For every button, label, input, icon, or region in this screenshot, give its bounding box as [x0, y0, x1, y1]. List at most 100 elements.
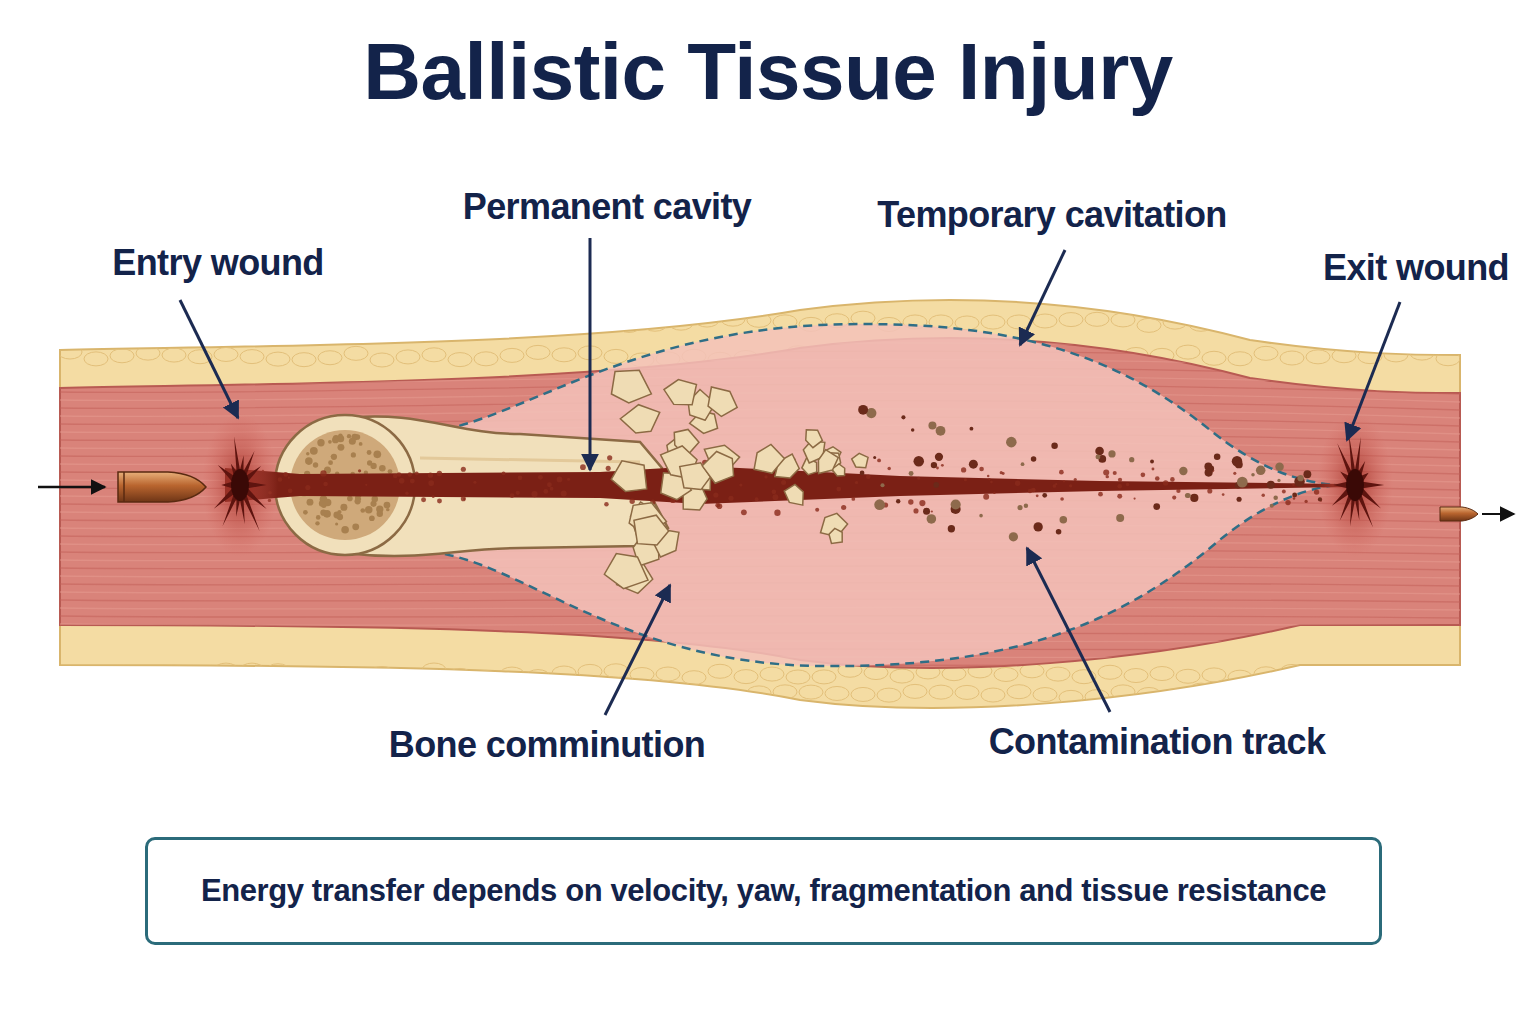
fat-lobule [1150, 667, 1174, 681]
fat-lobule [474, 670, 498, 684]
track-speckle [1261, 493, 1264, 496]
fat-lobule [318, 671, 342, 685]
fat-lobule [1215, 683, 1239, 697]
fat-lobule [84, 667, 108, 681]
track-speckle [1222, 493, 1225, 496]
fat-lobule [435, 688, 459, 702]
fat-lobule [279, 688, 303, 702]
fat-lobule [1267, 314, 1291, 328]
track-speckle [410, 479, 415, 484]
fat-lobule [643, 686, 667, 700]
fat-lobule [1163, 315, 1187, 329]
track-speckle [993, 492, 995, 494]
fat-lobule [162, 665, 186, 679]
fat-lobule [487, 691, 511, 705]
fat-lobule [370, 666, 394, 680]
fat-lobule [58, 665, 82, 679]
fat-lobule [1085, 312, 1109, 326]
trabecula [305, 457, 313, 465]
fat-lobule [682, 671, 706, 685]
fat-lobule [617, 691, 641, 705]
track-speckle [1293, 497, 1296, 500]
track-speckle [1233, 472, 1236, 475]
fat-lobule [695, 313, 719, 327]
entry-wound-mark [202, 413, 278, 557]
wound-halo [202, 413, 278, 557]
bullet [1440, 507, 1478, 521]
debris-particle [1042, 493, 1047, 498]
debris-particle [913, 456, 924, 467]
debris-particle [874, 499, 885, 510]
fat-lobule [799, 685, 823, 699]
bone-fragments [604, 370, 868, 593]
debris-particle [1237, 477, 1248, 488]
fat-lobule [604, 349, 628, 363]
track-speckle [877, 458, 881, 462]
debris-particle [935, 453, 943, 461]
track-speckle [461, 467, 466, 472]
fat-lobule [1436, 352, 1460, 366]
debris-particle [901, 415, 905, 419]
track-speckle [836, 487, 841, 492]
fat-lobule [747, 313, 771, 327]
track-speckle [1032, 488, 1036, 492]
trabecula [367, 460, 372, 465]
debris-particle [1031, 456, 1036, 461]
fat-lobule [448, 353, 472, 367]
track-speckle [1292, 484, 1295, 487]
trabecula [307, 499, 314, 506]
track-speckle [473, 481, 476, 484]
fat-lobule [1384, 670, 1408, 684]
debris-particle [1273, 496, 1278, 501]
trabecula [386, 508, 389, 511]
muscle-fiber [60, 688, 1460, 690]
track-speckle [1074, 478, 1077, 481]
track-speckle [278, 477, 282, 481]
leader-line [180, 300, 238, 418]
track-speckle [1118, 478, 1122, 482]
fat-lobule [955, 685, 979, 699]
track-speckle [408, 472, 412, 476]
fat-lobule [149, 690, 173, 704]
debris-particle [873, 456, 876, 459]
track-speckle [1036, 494, 1039, 497]
fat-lobule [1319, 319, 1343, 333]
debris-particle [1009, 532, 1018, 541]
debris-particle [911, 428, 915, 432]
debris-particle [928, 421, 936, 429]
trabecula [313, 462, 318, 467]
fat-lobule [357, 689, 381, 703]
fat-lobule [539, 311, 563, 325]
fat-lobule [1215, 315, 1239, 329]
fat-lobule [383, 317, 407, 331]
fat-lobule [292, 670, 316, 684]
debris-particle [1303, 470, 1311, 478]
fat-lobule [422, 663, 446, 677]
track-speckle [543, 489, 548, 494]
fat-lobule [110, 349, 134, 363]
track-speckle [538, 475, 543, 480]
track-speckle [917, 477, 920, 480]
track-speckle [630, 499, 635, 504]
track-speckle [288, 489, 293, 494]
track-speckle [510, 493, 515, 498]
fat-lobule [552, 666, 576, 680]
fat-lobule [1124, 669, 1148, 683]
fat-lobule [825, 686, 849, 700]
fat-lobule [513, 317, 537, 331]
muscle-fiber [60, 696, 1460, 698]
debris-particle [927, 514, 937, 524]
trabecula [331, 454, 337, 460]
track-speckle [1103, 469, 1109, 475]
debris-particle [969, 460, 978, 469]
track-speckle [741, 509, 747, 515]
fat-lobule [253, 686, 277, 700]
trabecula [373, 450, 381, 458]
track-speckle [739, 483, 742, 486]
fat-lobule [1059, 313, 1083, 327]
trabecula [379, 465, 386, 472]
fat-lobule [565, 687, 589, 701]
track-speckle [887, 467, 890, 470]
debris-particle [1096, 454, 1101, 459]
trabecula [349, 438, 356, 445]
